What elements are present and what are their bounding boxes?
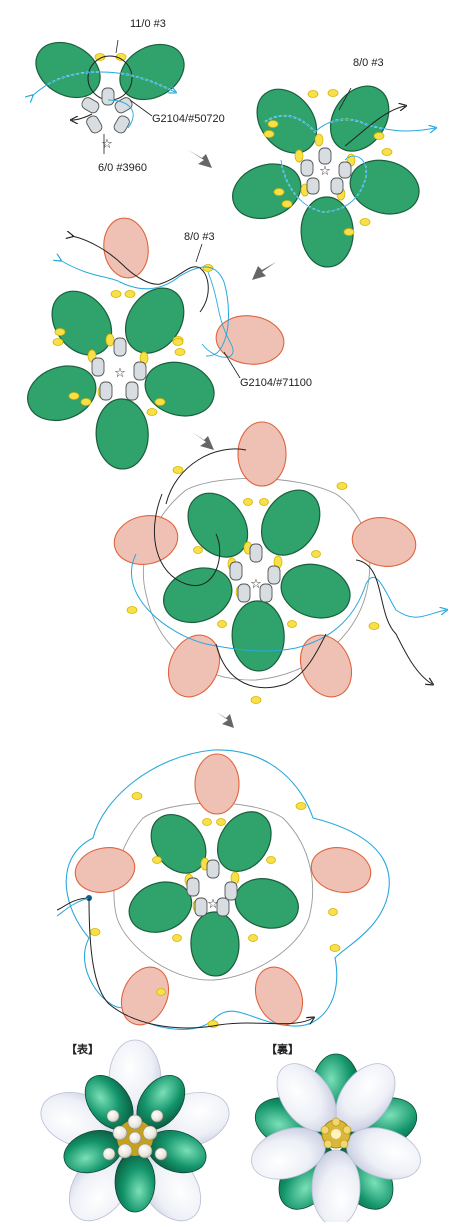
step-1-diagram: ☆ 11/0 #3 G2104/#50720 6/0 #3960 [26, 18, 225, 174]
pink-petals [113, 421, 417, 698]
label-step1-drop: G2104/#50720 [152, 113, 225, 125]
step-2-diagram: ☆ 8/0 #3 [232, 57, 435, 268]
seed-beads [126, 466, 380, 704]
label-step1-seed-bottom: 6/0 #3960 [98, 162, 147, 174]
step-arrow-icon [216, 712, 234, 728]
pink-petals [74, 753, 372, 1026]
star-icon: ☆ [114, 365, 126, 380]
label-step2-seed: 8/0 #3 [353, 57, 384, 69]
step-5-diagram: ☆ [56, 749, 390, 1030]
pink-drop-bead [215, 315, 285, 365]
label-step3-seed: 8/0 #3 [184, 231, 215, 243]
seed-beads [52, 264, 214, 416]
pink-drop-bead [103, 217, 149, 279]
step-4-diagram: ☆ [113, 421, 446, 704]
step-3-diagram: ☆ 8/0 #3 G2104/#71100 [27, 217, 312, 470]
pearl-beads [229, 543, 281, 603]
star-icon: ☆ [319, 163, 331, 178]
label-step3-drop: G2104/#71100 [240, 377, 312, 389]
star-icon: ☆ [207, 896, 219, 911]
flower-petals [128, 811, 299, 977]
caption-back: 【裏】 [266, 1042, 299, 1056]
photo-back-flower [251, 1053, 421, 1227]
pearl-beads [186, 859, 238, 917]
caption-front: 【表】 [66, 1042, 99, 1056]
green-drop-bead [35, 41, 101, 99]
pearl-beads [300, 147, 352, 195]
flower-petals [27, 287, 215, 470]
pearl-beads [91, 337, 147, 401]
photo-front-flower [40, 1039, 230, 1222]
step-arrow-icon [188, 150, 212, 168]
star-icon: ☆ [101, 136, 113, 151]
star-icon: ☆ [250, 576, 262, 591]
step-arrow-icon [192, 432, 214, 450]
step-arrow-icon [252, 262, 276, 280]
label-step1-seed-top: 11/0 #3 [130, 18, 166, 30]
flower-petals [163, 489, 351, 672]
